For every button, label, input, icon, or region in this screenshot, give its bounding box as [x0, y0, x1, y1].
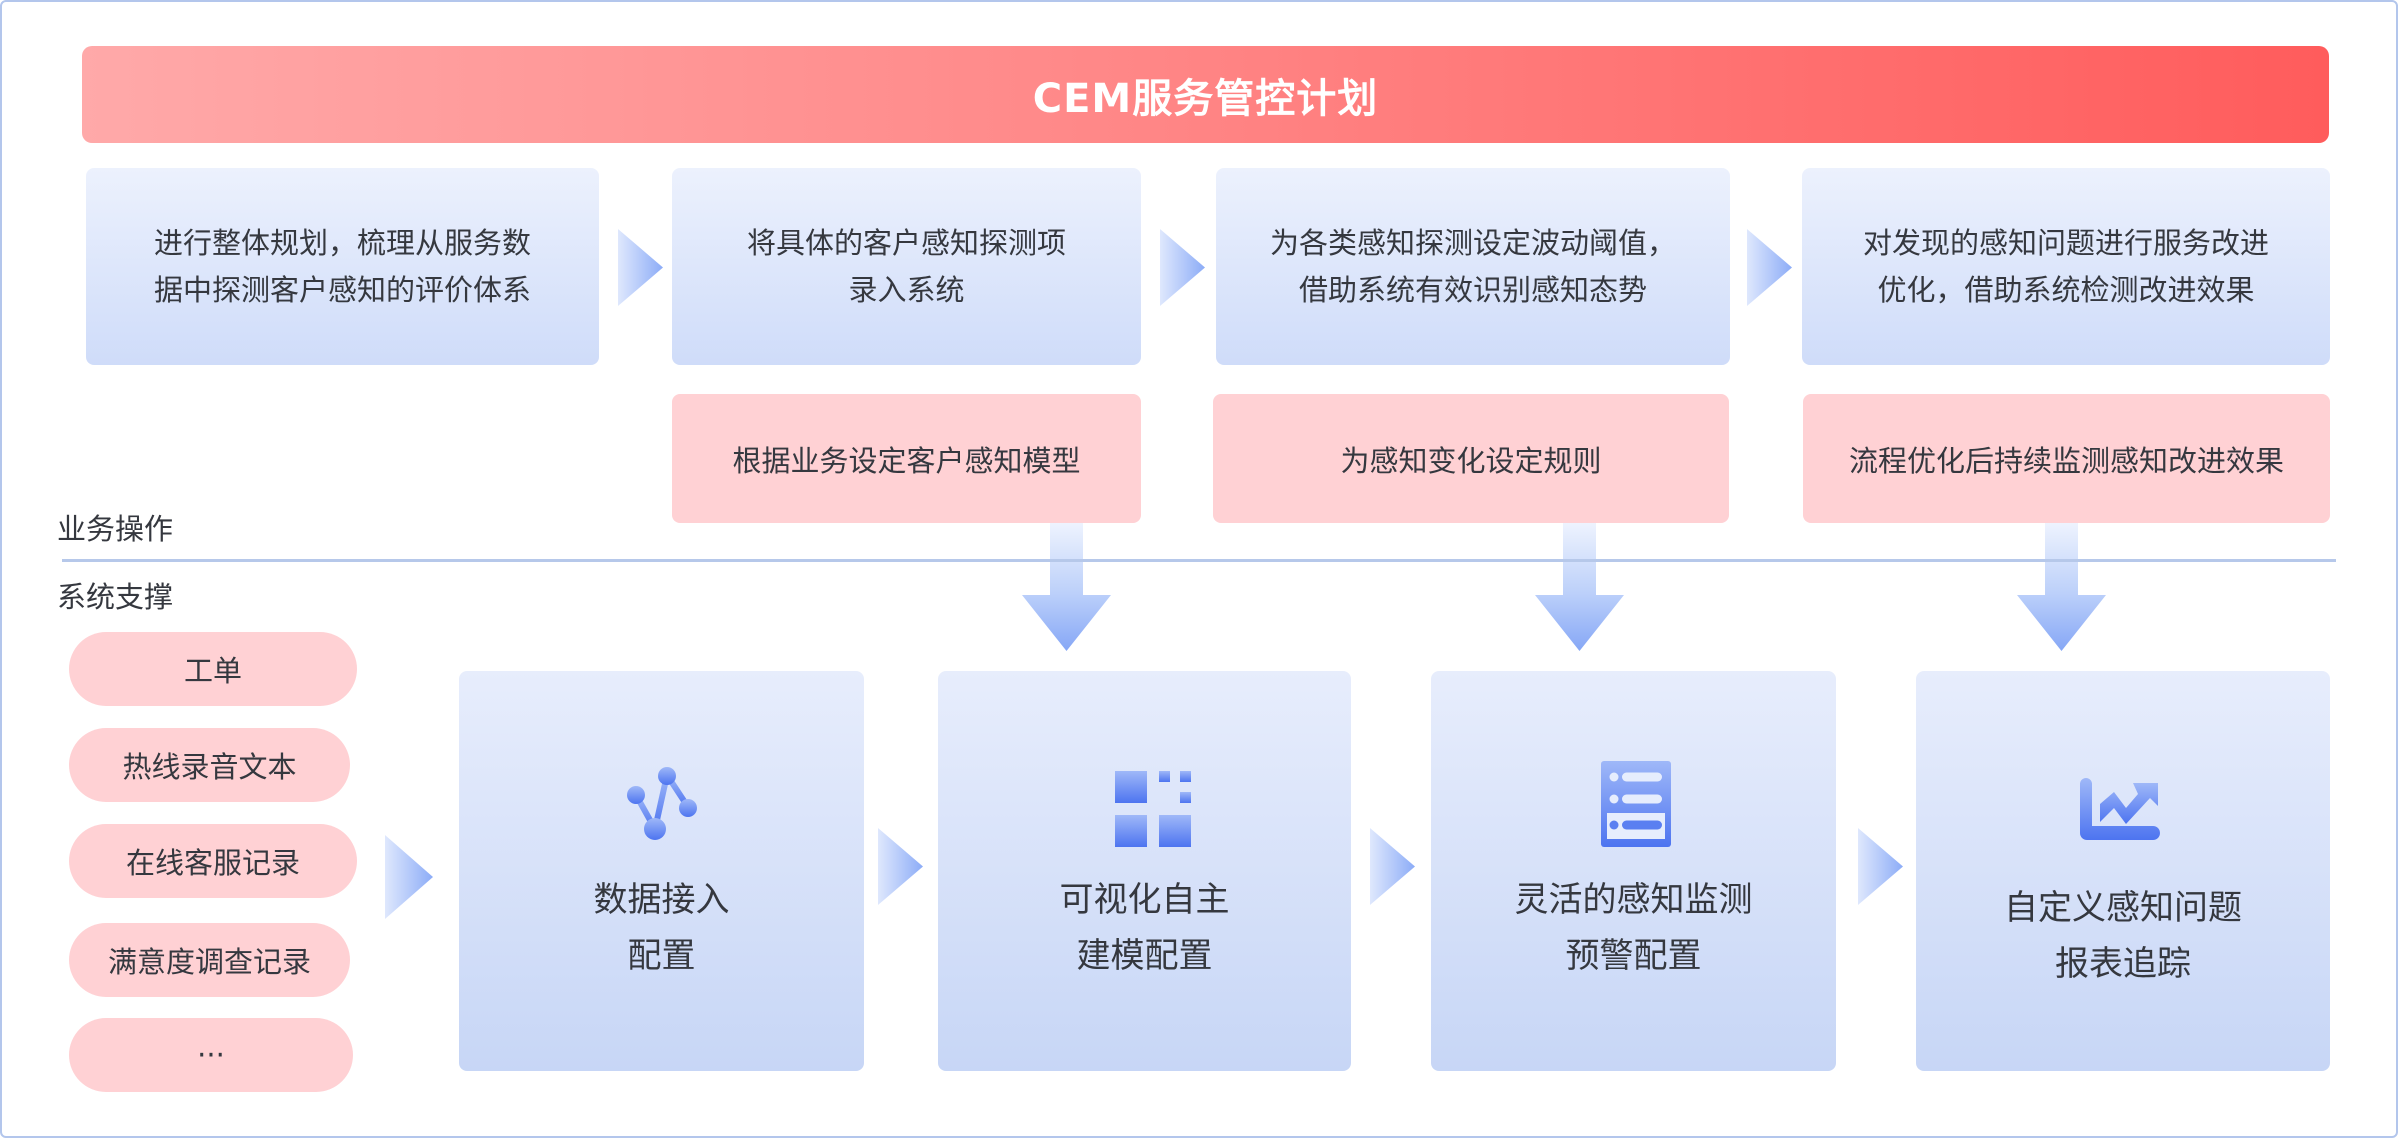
- business-action-text: 流程优化后持续监测感知改进效果: [1848, 443, 2284, 478]
- system-feature-4: 自定义感知问题 报表追踪: [1916, 671, 2330, 1071]
- data-source-text: 在线客服记录: [125, 846, 300, 880]
- arrow-down-icon: [1535, 523, 1624, 651]
- data-source-pill: 工单: [69, 632, 357, 706]
- business-action-1: 根据业务设定客户感知模型: [672, 394, 1141, 523]
- system-feature-text: 自定义感知问题 报表追踪: [2004, 888, 2242, 984]
- system-feature-text: 数据接入 配置: [593, 880, 730, 976]
- data-source-text: 热线录音文本: [122, 750, 297, 784]
- server-list-icon: [1601, 761, 1671, 847]
- process-step-text: 进行整体规划，梳理从服务数 据中探测客户感知的评价体系: [153, 225, 531, 307]
- business-action-text: 为感知变化设定规则: [1340, 443, 1602, 478]
- arrow-down-icon: [2017, 523, 2106, 651]
- arrow-right-icon: [1858, 828, 1903, 905]
- process-step-text: 将具体的客户感知探测项 录入系统: [746, 225, 1066, 307]
- data-source-pill-more: ···: [69, 1018, 353, 1092]
- arrow-right-icon: [385, 835, 433, 919]
- data-source-pill: 满意度调查记录: [69, 923, 350, 997]
- arrow-down-icon: [1022, 523, 1111, 651]
- system-feature-text: 灵活的感知监测 预警配置: [1514, 880, 1753, 976]
- trend-chart-icon: [2080, 778, 2160, 840]
- process-step-text: 对发现的感知问题进行服务改进 优化，借助系统检测改进效果: [1862, 225, 2269, 307]
- process-step-3: 为各类感知探测设定波动阈值， 借助系统有效识别感知态势: [1216, 168, 1730, 365]
- section-label-business: 业务操作: [57, 512, 174, 546]
- section-label-system: 系统支撑: [57, 580, 174, 614]
- section-divider: [62, 559, 2336, 562]
- arrow-right-icon: [618, 229, 663, 306]
- business-action-text: 根据业务设定客户感知模型: [732, 443, 1081, 478]
- data-source-text: 工单: [183, 654, 242, 688]
- network-nodes-icon: [627, 767, 697, 840]
- arrow-right-icon: [878, 828, 923, 905]
- data-source-pill: 热线录音文本: [69, 728, 350, 802]
- plan-banner: CEM服务管控计划: [82, 46, 2329, 143]
- business-action-3: 流程优化后持续监测感知改进效果: [1803, 394, 2330, 523]
- process-step-4: 对发现的感知问题进行服务改进 优化，借助系统检测改进效果: [1802, 168, 2330, 365]
- process-step-1: 进行整体规划，梳理从服务数 据中探测客户感知的评价体系: [86, 168, 599, 365]
- system-feature-text: 可视化自主 建模配置: [1059, 880, 1230, 976]
- system-feature-1: 数据接入 配置: [459, 671, 864, 1071]
- data-source-pill: 在线客服记录: [69, 824, 357, 898]
- data-source-text: ···: [197, 1038, 225, 1072]
- data-source-text: 满意度调查记录: [107, 945, 311, 979]
- arrow-right-icon: [1160, 229, 1205, 306]
- banner-title: CEM服务管控计划: [1032, 75, 1379, 122]
- grid-blocks-icon: [1115, 771, 1191, 847]
- process-step-text: 为各类感知探测设定波动阈值， 借助系统有效识别感知态势: [1269, 225, 1676, 307]
- business-action-2: 为感知变化设定规则: [1213, 394, 1729, 523]
- system-feature-3: 灵活的感知监测 预警配置: [1431, 671, 1836, 1071]
- arrow-right-icon: [1370, 828, 1415, 905]
- arrow-right-icon: [1747, 229, 1792, 306]
- system-feature-2: 可视化自主 建模配置: [938, 671, 1351, 1071]
- process-step-2: 将具体的客户感知探测项 录入系统: [672, 168, 1141, 365]
